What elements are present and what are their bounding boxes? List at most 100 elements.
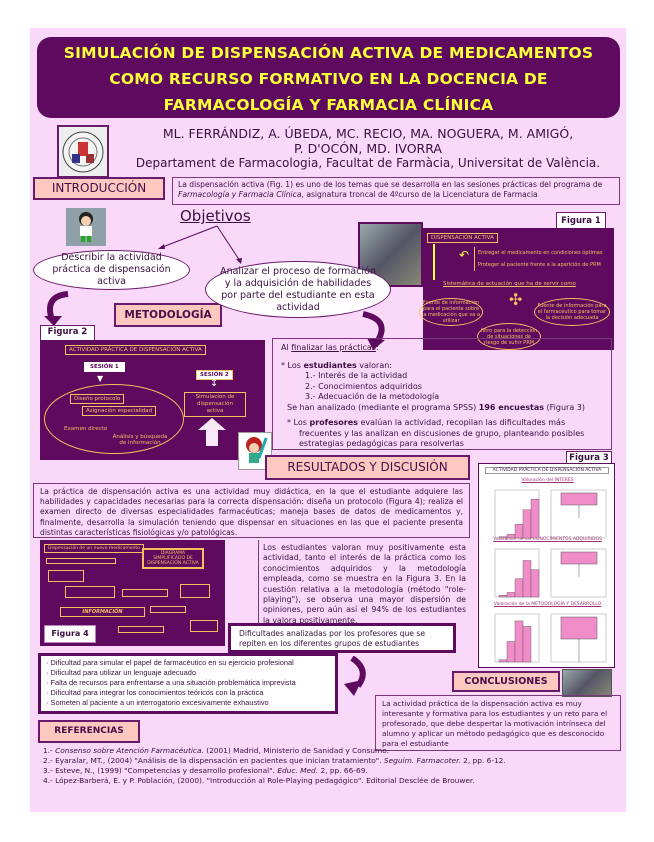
down-arrow-icon: [433, 244, 435, 280]
boxplot-frame: [550, 489, 607, 539]
figure-2-diagram: ACTIVIDAD PRÁCTICA DE DISPENSACIÓN ACTIV…: [40, 340, 265, 460]
fig1-item: Proteger al paciente frente a la aparici…: [478, 262, 601, 268]
referencias-heading: REFERENCIAS: [38, 720, 140, 743]
dificultad-item: · Falta de recursos para enfrentarse a u…: [46, 678, 296, 687]
fig1-oval: Fuente de información para el farmacéuti…: [534, 298, 610, 326]
practicas-intro: Al finalizar las prácticas:: [281, 343, 603, 354]
fig2-analisis: Análisis y búsqueda de información: [112, 434, 168, 446]
histogram-bar: [522, 509, 532, 539]
dificultad-item: · Someten al paciente a un interrogatori…: [46, 698, 269, 707]
histogram-bar: [506, 592, 516, 598]
text: 3.- Esteve, N., (1999) "Competencias y d…: [43, 766, 278, 775]
fig3-subtitle: Valoración de la METODOLOGÍA Y DESARROLL…: [493, 602, 602, 607]
boxplot-box: [560, 551, 598, 565]
fig2-title: ACTIVIDAD PRÁCTICA DE DISPENSACIÓN ACTIV…: [65, 345, 206, 355]
figure-4-label: Figura 4: [44, 625, 96, 643]
references-list: 1.- Consenso sobre Atención Farmacéutica…: [43, 746, 613, 786]
text: 2, pp. 66-69.: [318, 766, 368, 775]
text: Educ. Med.: [277, 766, 319, 775]
fig2-session-oval: [44, 384, 184, 454]
fig4-title: DIAGRAMA SIMPLIFICADO DE DISPENSACIÓN AC…: [142, 548, 204, 569]
boxplot-frame: [550, 613, 607, 663]
text: (Figura 3): [544, 402, 585, 412]
curved-arrow-icon: [44, 291, 69, 326]
text: 2, pp. 6-12.: [460, 756, 506, 765]
fig3-subtitle: Valoración del INTERÉS: [521, 478, 574, 483]
conclusiones-heading: CONCLUSIONES: [452, 671, 560, 692]
text: Seguim. Farmacoter.: [383, 756, 461, 765]
text: 196 encuestas: [478, 402, 544, 412]
curve-arrow-icon: ↶: [459, 248, 470, 262]
text: finalizar las prácticas: [291, 343, 376, 352]
curved-arrow-icon: [344, 656, 366, 696]
objetivos-heading: Objetivos: [180, 207, 251, 225]
text: * Los: [287, 418, 310, 427]
authors-line: P. D'OCÓN, MD. IVORRA: [294, 141, 442, 156]
fig2-sesion1: SESIÓN 1: [84, 362, 125, 372]
practicas-box: Al finalizar las prácticas: * Los estudi…: [272, 338, 612, 450]
text: 1.-: [43, 746, 56, 755]
mafalda-illustration: [66, 208, 106, 246]
text: 2.- Eyaralar, MT., (2004) "Análisis de l…: [43, 756, 384, 765]
fig3-plots: [494, 489, 607, 663]
split-arrows-icon: ✣: [509, 290, 523, 309]
dificultades-title: Dificultades analizadas por los profesor…: [228, 623, 456, 653]
down-arrow-icon: ▼: [97, 374, 104, 383]
estudiantes-line: * Los estudiantes valoran:: [281, 361, 603, 372]
histogram-bar: [514, 578, 524, 598]
authors-block: ML. FERRÁNDIZ, A. ÚBEDA, MC. RECIO, MA. …: [118, 126, 618, 171]
reference-item: 2.- Eyaralar, MT., (2004) "Análisis de l…: [43, 756, 613, 766]
fig4-node: [48, 570, 84, 582]
estudiantes-valoran-text: Los estudiantes valoran muy positivament…: [258, 540, 470, 626]
objective-arrows: [158, 225, 242, 264]
reference-item: 3.- Esteve, N., (1999) "Competencias y d…: [43, 766, 613, 776]
text: Consenso sobre Atención Farmacéutica.: [55, 746, 204, 755]
intro-text-b: , asignatura troncal de 4ºcurso de la Li…: [301, 190, 538, 199]
histogram-bar: [530, 499, 540, 539]
fig4-node: [65, 586, 115, 598]
text: :: [375, 343, 379, 352]
affiliation: Departament de Farmacologia, Facultat de…: [135, 156, 601, 170]
figure-3-charts: ACTIVIDAD PRÁCTICA DE DISPENSACIÓN ACTIV…: [478, 463, 615, 668]
fig1-items: Entregar el medicamento en condiciones ó…: [474, 247, 602, 271]
figure-1-diagram: DISPENSACIÓN ACTIVA ↶ Entregar el medica…: [419, 228, 614, 350]
fig2-simulacion: Simulación de dispensación activa: [184, 392, 246, 417]
intro-course: Farmacología y Farmacia Clínica: [178, 190, 302, 199]
dificultades-list: · Dificultad para simular el papel de fa…: [38, 653, 338, 714]
figure-2-label: Figura 2: [40, 325, 95, 341]
fig2-examen: Examen directo: [64, 426, 108, 432]
fig4-start: Dispensación de un nuevo medicamento: [44, 544, 144, 553]
dificultad-item: · Dificultad para simular el papel de fa…: [46, 658, 294, 667]
metodologia-heading: METODOLOGÍA: [114, 303, 222, 327]
text: profesores: [309, 418, 358, 427]
dificultad-item: · Dificultad para integrar los conocimie…: [46, 688, 264, 697]
histogram-bar: [514, 524, 524, 539]
fig3-subtitle: Valoración de los CONOCIMIENTOS ADQUIRID…: [493, 537, 602, 542]
text: Al: [281, 343, 292, 352]
text: Se han analizado (mediante el programa S…: [287, 402, 479, 412]
fig2-diseno: Diseño protocolo: [70, 394, 125, 404]
fig2-sesion2: SESIÓN 2: [196, 370, 233, 380]
students-photo: [562, 669, 612, 697]
updown-arrow-icon: ↕: [210, 378, 219, 389]
fig3-title: ACTIVIDAD PRÁCTICA DE DISPENSACIÓN ACTIV…: [485, 467, 609, 474]
poster-title: SIMULACIÓN DE DISPENSACIÓN ACTIVA DE MED…: [37, 37, 620, 118]
objective-1: Describir la actividad práctica de dispe…: [33, 250, 190, 290]
fig1-sistematica: Sistemática de actuación que ha de servi…: [443, 281, 576, 287]
resultados-heading: RESULTADOS Y DISCUSIÓN: [265, 455, 470, 480]
title-line: COMO RECURSO FORMATIVO EN LA DOCENCIA DE: [109, 70, 548, 88]
fig1-item: Entregar el medicamento en condiciones ó…: [478, 250, 603, 256]
fig4-node: [190, 620, 218, 632]
intro-text-a: La dispensación activa (Fig. 1) es uno d…: [178, 180, 603, 189]
authors-line: ML. FERRÁNDIZ, A. ÚBEDA, MC. RECIO, MA. …: [162, 126, 574, 141]
histogram-bar: [530, 569, 540, 598]
reference-item: 1.- Consenso sobre Atención Farmacéutica…: [43, 746, 613, 756]
valoracion-item: 1.- Interés de la actividad: [305, 371, 408, 380]
reference-item: 4.- López-Barberá, E. y P. Población, (2…: [43, 776, 475, 785]
step-arrow-icon: [188, 418, 226, 446]
text: valoran:: [356, 360, 393, 370]
fig4-node: [118, 626, 164, 633]
histogram-bar: [522, 560, 532, 598]
valoracion-item: 3.- Adecuación de la metodología: [305, 392, 440, 401]
boxplot-frame: [550, 548, 607, 598]
